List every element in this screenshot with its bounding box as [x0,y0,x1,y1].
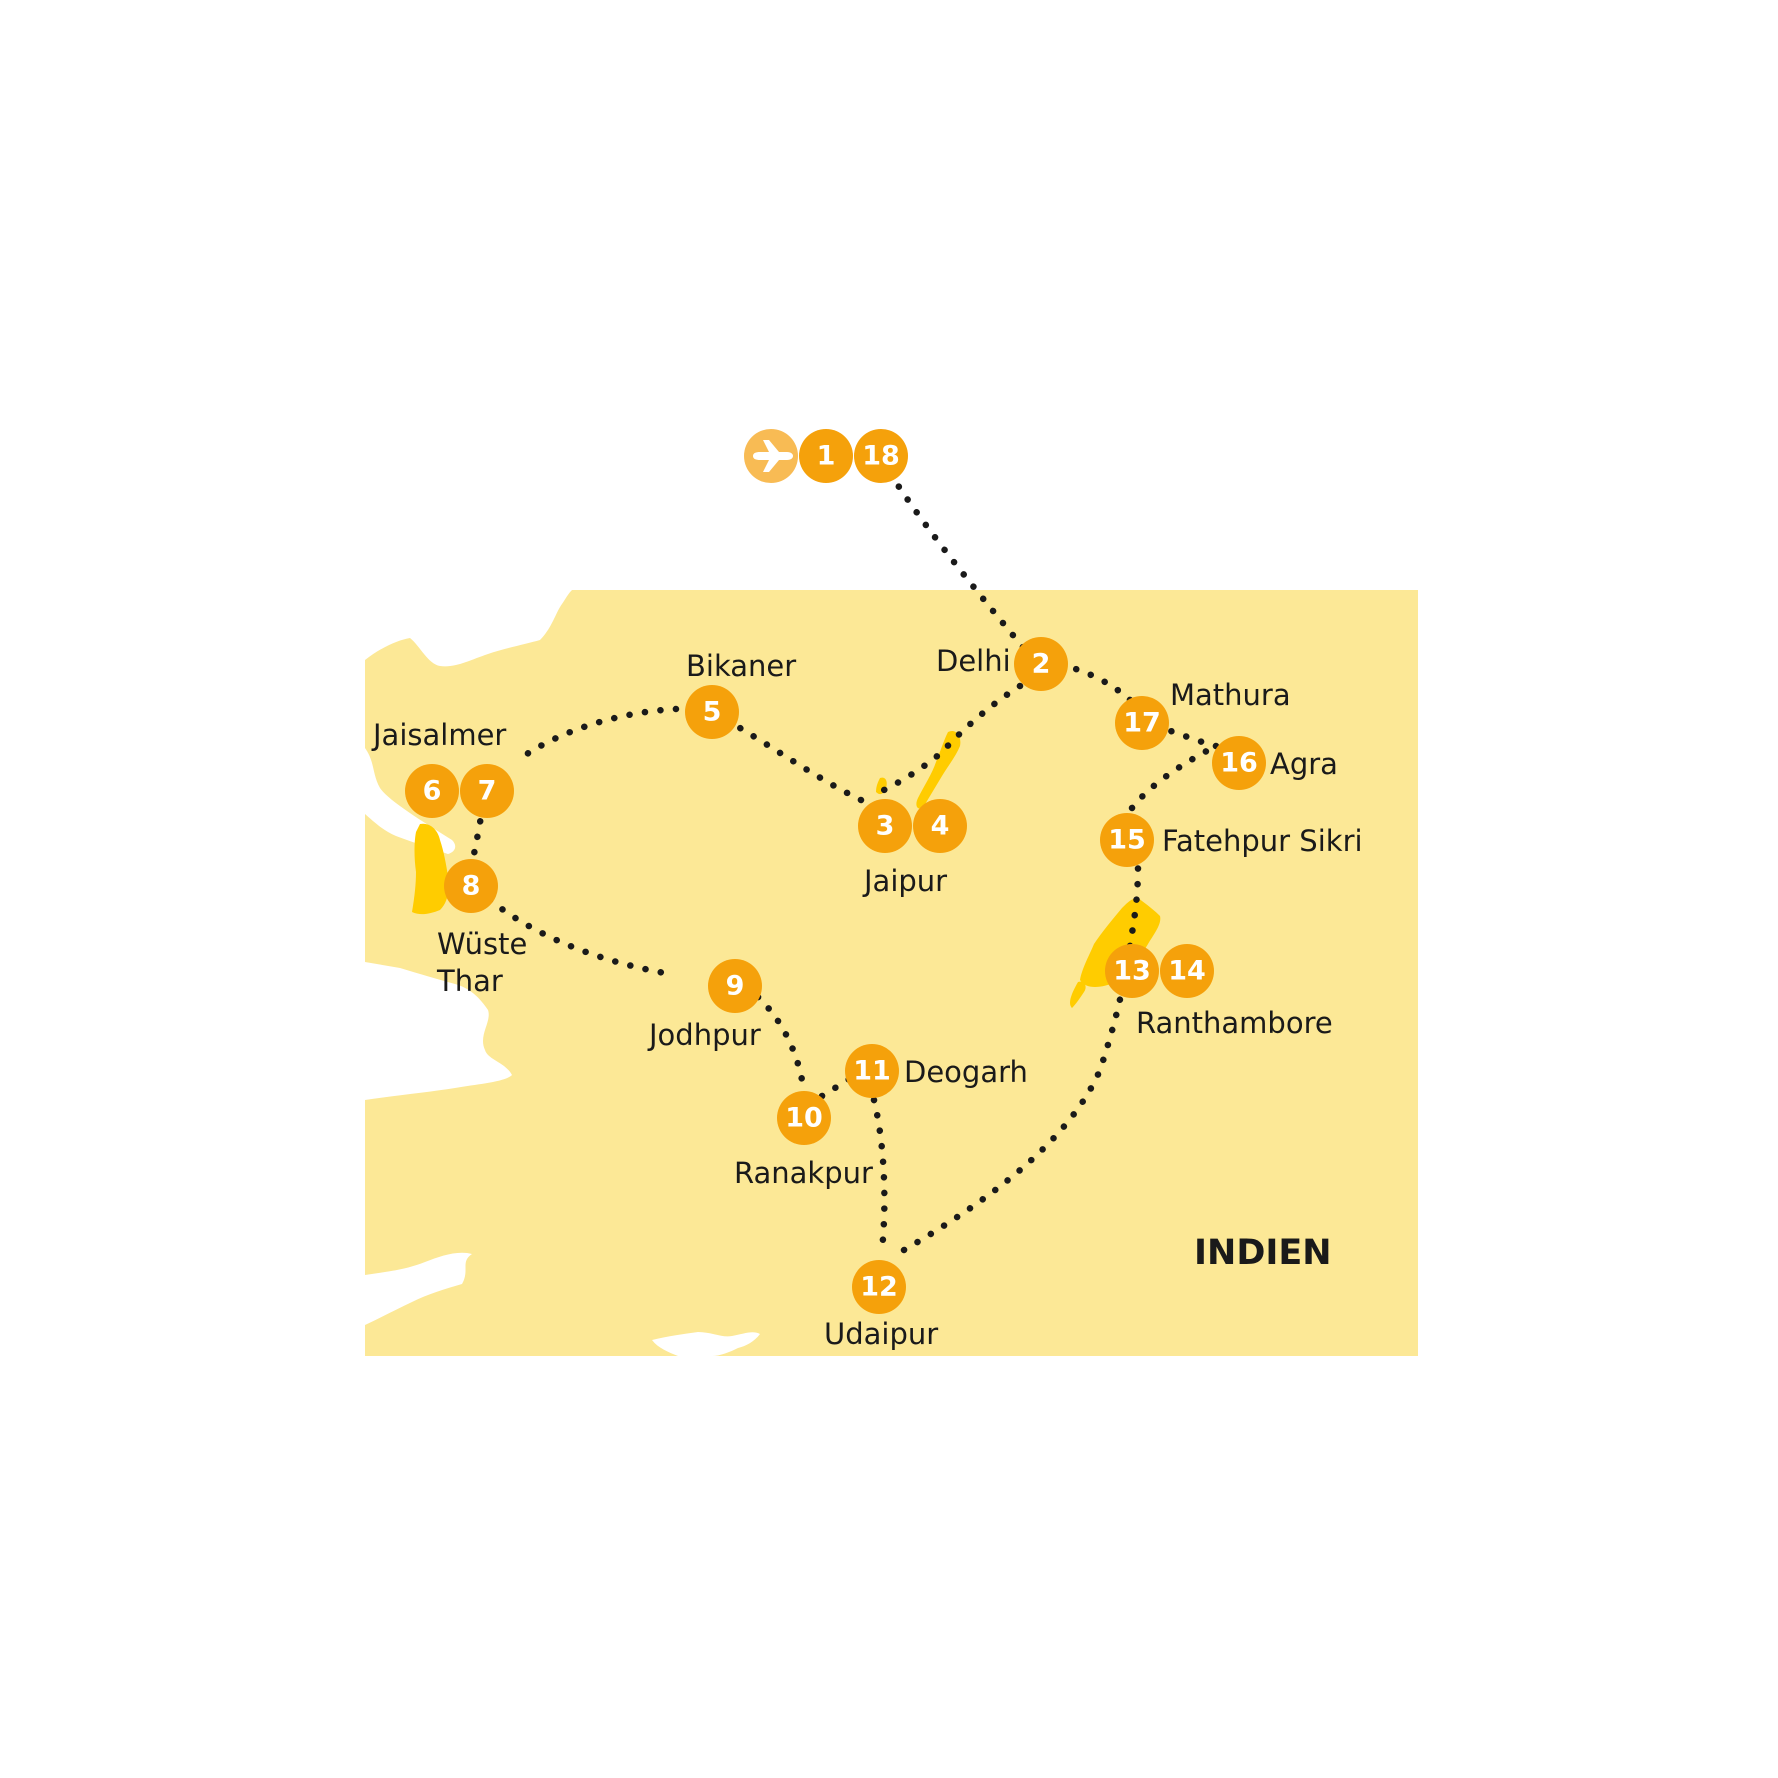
day-number: 3 [876,811,895,842]
marker-circle [1014,637,1068,691]
marker-circle [405,764,459,818]
park-areas [412,730,1161,1008]
jaipur-park [916,730,961,809]
marker-circle [845,1044,899,1098]
day-number: 5 [703,697,722,728]
land-shape [365,590,1418,1356]
day-number: 6 [423,776,442,807]
label-bikaner: Bikaner [686,649,796,683]
marker-circle [1100,813,1154,867]
marker-day-13: 13 [1105,944,1159,998]
marker-circle [708,959,762,1013]
marker-circle [460,764,514,818]
river-udaipur [652,1332,760,1356]
route-udaipur-ranthambore [900,986,1126,1254]
route-jaisalmer-thar [470,802,487,858]
label-delhi: Delhi [936,644,1011,678]
marker-day-1: 1 [799,429,853,483]
marker-day-3: 3 [858,799,912,853]
country-label: INDIEN [1194,1233,1332,1273]
marker-circle [913,799,967,853]
day-number: 15 [1108,825,1146,856]
marker-day-14: 14 [1160,944,1214,998]
marker-day-10: 10 [777,1091,831,1145]
marker-day-12: 12 [852,1260,906,1314]
ranthambore-park [1080,898,1161,987]
marker-circle [1115,696,1169,750]
ranthambore-park-tail [1070,981,1086,1008]
flight-marker [744,429,798,483]
label-ranakpur: Ranakpur [734,1156,873,1190]
label-thar-line1: Wüste [437,927,527,961]
route-delhi-jaipur [880,682,1024,794]
label-jaipur: Jaipur [862,864,947,898]
route-jaipur-bikaner [736,724,865,804]
label-jaisalmer: Jaisalmer [371,718,506,752]
marker-circle [1160,944,1214,998]
day-number: 9 [726,971,745,1002]
label-fatehpur-sikri: Fatehpur Sikri [1162,824,1363,858]
label-udaipur: Udaipur [824,1317,938,1351]
marker-circle [799,429,853,483]
day-number: 8 [462,871,481,902]
place-labels: Delhi Bikaner Jaisalmer Jaipur Wüste Tha… [371,644,1363,1351]
marker-circle [854,429,908,483]
label-jodhpur: Jodhpur [647,1018,761,1052]
marker-day-6: 6 [405,764,459,818]
label-thar-line2: Thar [436,964,503,998]
marker-circle [444,859,498,913]
marker-circle [852,1260,906,1314]
day-number: 7 [478,776,497,807]
marker-circle [1105,944,1159,998]
thar-desert-park [412,823,449,915]
route-fatehpur-agra [1128,742,1220,812]
marker-circle [1212,736,1266,790]
day-number: 1 [817,441,836,472]
label-agra: Agra [1270,747,1338,781]
marker-day-9: 9 [708,959,762,1013]
day-number: 18 [862,441,900,472]
marker-day-15: 15 [1100,813,1154,867]
route-jodhpur-ranakpur [754,993,806,1084]
marker-day-5: 5 [685,685,739,739]
marker-circle [858,799,912,853]
label-deogarh: Deogarh [904,1055,1028,1089]
day-number: 11 [853,1056,891,1087]
marker-circle [777,1091,831,1145]
day-number: 10 [785,1103,823,1134]
marker-day-7: 7 [460,764,514,818]
day-number: 17 [1123,708,1161,739]
marker-day-11: 11 [845,1044,899,1098]
day-number: 12 [860,1272,898,1303]
marker-day-4: 4 [913,799,967,853]
label-ranthambore: Ranthambore [1136,1006,1333,1040]
day-number: 13 [1113,956,1151,987]
label-mathura: Mathura [1170,678,1291,712]
marker-day-17: 17 [1115,696,1169,750]
day-number: 4 [931,811,950,842]
marker-day-16: 16 [1212,736,1266,790]
marker-circle [685,685,739,739]
day-number: 2 [1032,649,1051,680]
day-number: 16 [1220,748,1258,779]
marker-day-8: 8 [444,859,498,913]
route-deogarh-udaipur [870,1096,888,1254]
marker-day-18: 18 [854,429,908,483]
day-number: 14 [1168,956,1206,987]
airplane-icon [753,440,793,472]
marker-day-2: 2 [1014,637,1068,691]
land-area [365,590,1418,1356]
